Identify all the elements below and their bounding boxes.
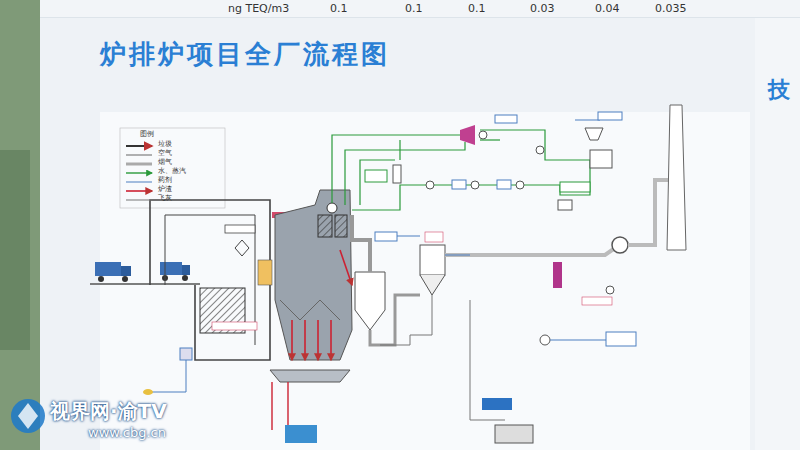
slag-conveyor [270, 370, 350, 382]
watermark: www.cbg.cn [88, 426, 166, 440]
turbine [460, 125, 475, 145]
table-cell: 0.1 [405, 3, 423, 15]
heater [365, 170, 387, 182]
poster-ground [40, 18, 800, 450]
reactor [355, 272, 385, 330]
superheater [318, 215, 332, 237]
lime-silo [375, 232, 397, 241]
watermark: 视界网·渝TV [50, 400, 167, 422]
legend-entry: 空气 [158, 150, 172, 158]
furnace-boiler [275, 190, 352, 360]
grab [235, 240, 249, 256]
cooling-tower [585, 128, 603, 140]
deaerator [393, 165, 401, 183]
pump [606, 286, 614, 294]
water-tank [606, 332, 636, 346]
water-line [575, 120, 600, 121]
legend-samples [126, 146, 152, 200]
activated-carbon [445, 255, 470, 256]
slag-truck [285, 425, 317, 443]
leachate-box [212, 322, 257, 330]
table-cell: 0.04 [595, 3, 620, 15]
induced-draft-fan [612, 237, 628, 253]
grate [280, 300, 340, 320]
ramp [90, 283, 200, 285]
tank [560, 182, 590, 192]
scrubber [553, 262, 562, 288]
pump [540, 335, 550, 345]
filter-label [425, 232, 443, 242]
feed-hopper [258, 260, 272, 285]
poster-title: 炉排炉项目全厂流程图 [100, 40, 390, 69]
legend-entry: 药剂 [158, 177, 172, 185]
fly-ash-line [380, 295, 432, 345]
bunker-building [150, 200, 270, 360]
crane [225, 225, 255, 233]
legend-entry: 水、蒸汽 [158, 168, 186, 176]
bag-filter [420, 245, 445, 275]
water-line [550, 340, 610, 341]
unit-label: ng TEQ/m3 [228, 3, 289, 15]
flue-duct [628, 180, 668, 245]
pump [143, 389, 153, 395]
background-foliage [0, 150, 30, 350]
flue-duct [445, 248, 615, 255]
pump [426, 146, 544, 189]
background-foliage [0, 0, 40, 450]
legend-heading: 图例 [140, 131, 154, 139]
table-row [40, 0, 800, 18]
heat-exchanger [452, 180, 466, 189]
side-panel [755, 18, 800, 450]
legend-entry: 飞灰 [158, 195, 172, 203]
leachate-line [150, 360, 186, 392]
tag [598, 112, 622, 120]
table-cell: 0.1 [468, 3, 486, 15]
table-cell: 0.035 [655, 3, 687, 15]
legend-entry: 烟气 [158, 159, 172, 167]
heat-exchanger [497, 180, 511, 189]
steam-cycle [332, 130, 590, 210]
pump-box [558, 200, 572, 210]
table-cell: 0.1 [330, 3, 348, 15]
leachate-tank [180, 348, 192, 360]
generator [479, 131, 487, 139]
table-cell: 0.03 [530, 3, 555, 15]
ash-hopper [420, 275, 445, 295]
tag [495, 115, 517, 123]
drum [327, 203, 337, 213]
ash-truck [495, 425, 533, 443]
reagent-line [397, 236, 420, 237]
condenser [590, 150, 612, 168]
watermark-logo [11, 399, 45, 433]
diagram-sheet [100, 112, 750, 450]
legend-entry: 炉渣 [158, 186, 172, 194]
garbage-truck [95, 262, 131, 282]
legend-entry: 垃圾 [158, 141, 172, 149]
side-heading: 技 [768, 78, 790, 102]
fly-ash-silo [482, 398, 512, 410]
chimney [667, 105, 686, 250]
slag-out [272, 382, 288, 430]
slag-flow [292, 250, 352, 360]
legend-frame [120, 128, 225, 208]
tag [582, 297, 612, 305]
flue-duct [352, 215, 370, 272]
economizer [335, 215, 347, 237]
flue-duct [370, 295, 420, 345]
